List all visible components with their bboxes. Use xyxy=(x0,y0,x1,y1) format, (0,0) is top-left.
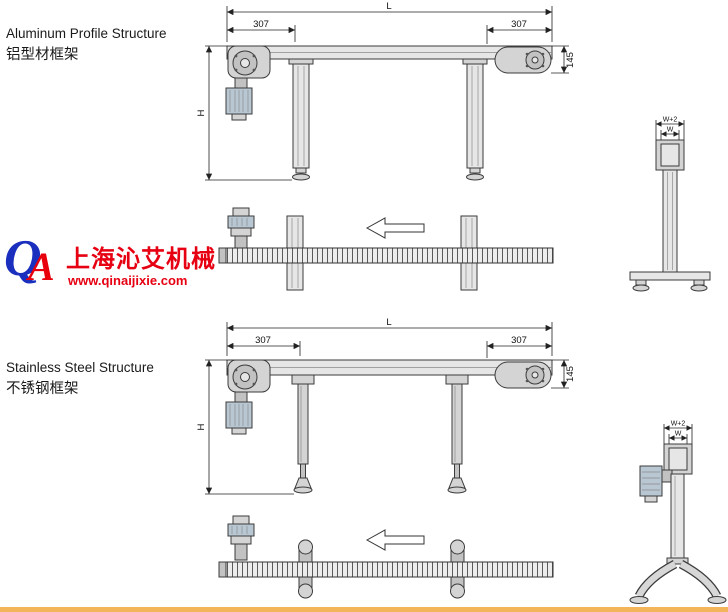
support-leg-left xyxy=(288,58,314,181)
stand-column xyxy=(666,473,689,565)
dimension-W2: W+2 xyxy=(655,117,685,140)
stand-column xyxy=(662,169,678,273)
dimension-W: W xyxy=(668,431,688,444)
support-leg-right xyxy=(462,58,488,181)
stand-base xyxy=(629,271,711,292)
dimension-height-H: H xyxy=(196,359,294,495)
tail-pulley xyxy=(494,46,552,74)
dimension-belt-height-145: 145 xyxy=(551,45,576,74)
aluminum-side-view-drawing: L 307 307 xyxy=(196,1,576,181)
section-title-stainless-zh: 不锈钢框架 xyxy=(6,380,79,397)
dim-label-w: W xyxy=(667,127,674,134)
aluminum-top-view-drawing xyxy=(218,207,554,291)
dim-label-length: L xyxy=(386,317,391,328)
company-logo: Q A 上海沁艾机械 www.qinaijixie.com xyxy=(4,233,218,307)
stainless-side-view-drawing: L 307 307 xyxy=(196,317,576,495)
dim-label-height: H xyxy=(196,423,207,430)
logo-website-url: www.qinaijixie.com xyxy=(68,273,188,288)
dimension-right-offset: 307 xyxy=(486,335,552,358)
drive-head xyxy=(227,359,271,393)
section-title-stainless: Stainless Steel Structure 不锈钢框架 xyxy=(6,360,154,398)
dimension-left-offset: 307 xyxy=(227,335,301,356)
section-title-stainless-en: Stainless Steel Structure xyxy=(6,360,154,375)
dim-label-w: W xyxy=(675,431,682,438)
drive-head xyxy=(227,45,271,79)
dimension-height-H: H xyxy=(196,45,292,181)
direction-arrow-icon xyxy=(365,217,425,239)
conveyor-beam xyxy=(226,45,553,60)
dim-label-height: H xyxy=(196,109,207,116)
dim-label-left-offset: 307 xyxy=(255,335,271,346)
dim-label-145: 145 xyxy=(565,52,576,68)
dim-label-w2: W+2 xyxy=(671,421,686,428)
stand-curved-legs xyxy=(629,560,727,604)
conveyor-beam xyxy=(226,359,553,376)
section-title-aluminum-en: Aluminum Profile Structure xyxy=(6,26,167,41)
logo-monogram-q-letter: Q xyxy=(4,230,42,287)
logo-brand-name: 上海沁艾机械 xyxy=(66,246,216,273)
dim-label-145: 145 xyxy=(565,366,576,382)
dim-label-right-offset: 307 xyxy=(511,19,527,30)
dim-label-length: L xyxy=(386,1,391,12)
support-leg-right xyxy=(445,374,469,494)
dim-label-w2: W+2 xyxy=(663,117,678,124)
drive-motor xyxy=(225,77,253,121)
section-title-aluminum: Aluminum Profile Structure 铝型材框架 xyxy=(6,26,167,64)
drive-motor-top xyxy=(227,207,255,249)
stand-head xyxy=(663,443,693,475)
section-title-aluminum-zh: 铝型材框架 xyxy=(6,46,79,63)
support-leg-left xyxy=(291,374,315,494)
dim-label-left-offset: 307 xyxy=(253,19,269,30)
stainless-end-view-drawing: W+2 W xyxy=(629,421,727,604)
stand-head xyxy=(655,139,685,171)
stainless-top-view-drawing xyxy=(218,515,554,599)
bottom-border-strip xyxy=(0,607,728,612)
aluminum-end-view-drawing: W+2 W xyxy=(629,117,711,292)
logo-monogram-a-letter: A xyxy=(28,244,55,289)
conveyor-belt-top xyxy=(218,561,554,578)
stand-motor xyxy=(639,465,673,503)
conveyor-belt-top xyxy=(218,247,554,264)
dim-label-right-offset: 307 xyxy=(511,335,527,346)
dimension-length-L: L xyxy=(226,1,553,42)
dimension-W2: W+2 xyxy=(663,421,693,444)
dimension-right-offset: 307 xyxy=(486,19,552,44)
dimension-length-L: L xyxy=(226,317,553,356)
dimension-W: W xyxy=(660,127,680,140)
dimension-belt-height-145: 145 xyxy=(551,359,576,389)
tail-pulley xyxy=(494,361,552,389)
drive-motor xyxy=(225,391,253,435)
drive-motor-top xyxy=(227,515,255,561)
dimension-left-offset: 307 xyxy=(227,19,296,42)
direction-arrow-icon xyxy=(365,529,425,551)
